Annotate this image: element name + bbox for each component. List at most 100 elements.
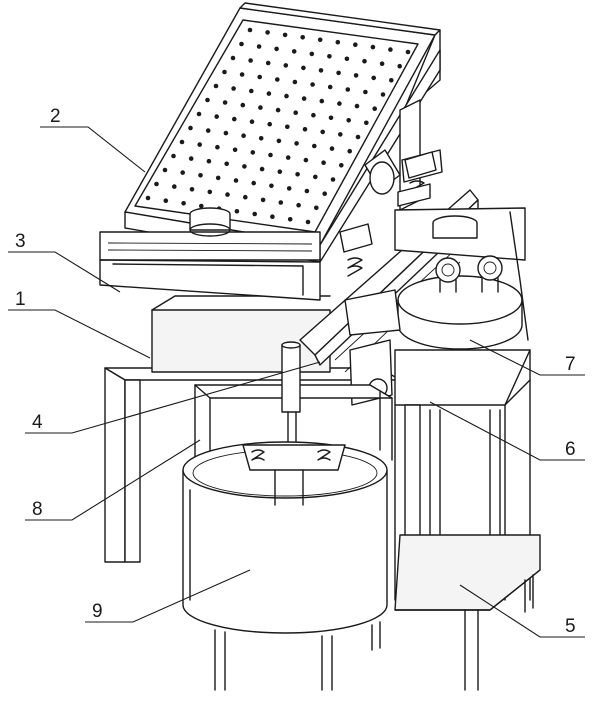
- part-label-8: 8: [32, 499, 43, 520]
- part-label-9: 9: [92, 601, 103, 622]
- sieve-hole: [171, 153, 176, 159]
- leader-lines: [8, 126, 585, 638]
- spring-mounts: [339, 151, 437, 277]
- sieve-hole: [270, 214, 275, 219]
- sieve-hole: [215, 144, 220, 150]
- sieve-hole: [344, 56, 350, 62]
- sieve-hole: [207, 189, 213, 195]
- sieve-hole: [215, 175, 221, 181]
- sieve-hole: [282, 32, 288, 38]
- sieve-tray: [124, 2, 441, 263]
- barrel-frame: [194, 341, 393, 466]
- sieve-hole: [303, 157, 309, 163]
- sieve-hole: [240, 102, 246, 108]
- sieve-hole: [276, 138, 282, 144]
- sieve-hole: [285, 155, 291, 160]
- sieve-hole: [199, 203, 204, 209]
- sieve-hole: [322, 191, 328, 196]
- sieve-hole: [242, 164, 247, 169]
- sieve-hole: [301, 96, 307, 101]
- discharge-chute: [99, 207, 321, 301]
- sieve-hole: [379, 61, 385, 66]
- part-label-5: 5: [565, 616, 576, 637]
- sieve-hole: [296, 202, 301, 208]
- sieve-hole: [241, 133, 246, 138]
- sieve-hole: [258, 136, 264, 141]
- sieve-hole: [232, 147, 238, 153]
- sieve-hole: [370, 44, 376, 50]
- sieve-hole: [300, 35, 306, 40]
- sieve-hole: [364, 120, 369, 126]
- part-label-4: 4: [32, 412, 43, 433]
- sieve-hole: [327, 84, 333, 90]
- right-cabinet: [394, 349, 541, 691]
- sieve-hole: [339, 163, 344, 168]
- sieve-hole: [309, 51, 315, 57]
- sieve-hole: [213, 83, 219, 89]
- sieve-hole: [257, 74, 263, 80]
- sieve-hole: [196, 111, 202, 117]
- sieve-hole: [189, 187, 195, 192]
- sieve-hole: [163, 198, 169, 203]
- sieve-holes: [145, 27, 411, 225]
- sieve-hole: [232, 116, 237, 122]
- part-label-6: 6: [565, 439, 576, 460]
- sieve-hole: [317, 37, 323, 43]
- sieve-hole: [283, 63, 289, 68]
- sieve-hole: [319, 98, 325, 104]
- sieve-hole: [269, 183, 274, 189]
- callout-numbers: 2 3 1 4 8 9 7 6 5: [15, 106, 576, 637]
- sieve-hole: [330, 177, 336, 182]
- sieve-hole: [239, 41, 244, 47]
- sieve-hole: [249, 119, 255, 124]
- part-label-7: 7: [565, 354, 576, 375]
- sieve-hole: [145, 195, 151, 201]
- sieve-hole: [180, 170, 185, 175]
- sieve-hole: [304, 188, 310, 194]
- sieve-hole: [233, 178, 239, 183]
- sieve-hole: [346, 118, 352, 123]
- sieve-hole: [354, 103, 360, 109]
- sieve-hole: [313, 174, 318, 180]
- sieve-hole: [294, 141, 299, 146]
- sieve-hole: [162, 167, 168, 173]
- sieve-hole: [347, 148, 353, 154]
- sieve-hole: [362, 58, 367, 64]
- sieve-hole: [206, 158, 212, 164]
- sieve-hole: [389, 78, 394, 83]
- sieve-hole: [321, 160, 326, 165]
- sieve-hole: [239, 72, 245, 77]
- sieve-hole: [380, 92, 386, 97]
- sieve-hole: [405, 49, 411, 55]
- sieve-hole: [234, 209, 240, 214]
- sieve-hole: [197, 142, 202, 147]
- sieve-hole: [301, 65, 306, 71]
- sieve-hole: [224, 161, 229, 167]
- sieve-hole: [248, 58, 253, 63]
- sieve-hole: [230, 55, 236, 61]
- mixing-barrel: [182, 441, 388, 691]
- sieve-hole: [329, 146, 335, 151]
- sieve-hole: [274, 46, 279, 52]
- sieve-hole: [285, 124, 290, 130]
- sieve-hole: [198, 173, 203, 178]
- sieve-hole: [293, 110, 299, 115]
- sieve-hole: [310, 82, 315, 87]
- sieve-hole: [260, 197, 266, 203]
- sieve-hole: [250, 150, 256, 155]
- sieve-hole: [336, 70, 341, 76]
- sieve-hole: [265, 60, 271, 66]
- sieve-hole: [214, 114, 219, 119]
- sieve-hole: [179, 139, 185, 145]
- sieve-hole: [284, 93, 289, 99]
- sieve-hole: [251, 180, 256, 186]
- sieve-hole: [353, 42, 358, 47]
- sieve-hole: [275, 77, 280, 82]
- part-label-2: 2: [50, 106, 61, 127]
- sieve-hole: [328, 115, 334, 121]
- sieve-hole: [154, 181, 159, 187]
- sieve-hole: [286, 186, 292, 191]
- sieve-hole: [267, 121, 273, 127]
- sieve-hole: [252, 211, 257, 217]
- sieve-hole: [345, 87, 351, 92]
